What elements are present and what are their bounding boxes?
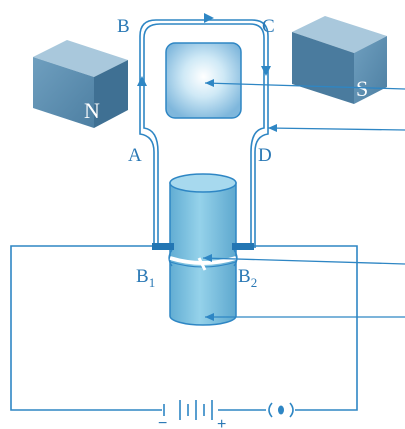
rectangular-coil <box>137 13 271 248</box>
north-magnet: N <box>33 40 128 128</box>
label-d: D <box>258 145 272 166</box>
label-a: A <box>128 145 142 166</box>
battery-plus-sign: + <box>217 416 226 429</box>
brush-b2 <box>232 243 254 250</box>
pole-label-s: S <box>356 76 368 101</box>
external-circuit <box>10 245 358 411</box>
pole-label-n: N <box>84 98 100 123</box>
current-arrow-ab <box>137 76 147 86</box>
armature-core <box>165 42 242 119</box>
battery: − + <box>158 400 226 429</box>
label-brush-2: B2 <box>238 266 257 290</box>
current-arrow-bc <box>204 13 214 23</box>
label-c: C <box>262 16 275 37</box>
brush-b1 <box>152 243 174 250</box>
plug-key <box>268 402 294 418</box>
battery-minus-sign: − <box>158 415 167 429</box>
current-arrow-cd <box>261 66 271 76</box>
south-magnet: S <box>292 16 387 104</box>
label-brush-1: B1 <box>136 266 155 290</box>
leader-lines <box>202 79 405 321</box>
split-ring-commutator <box>169 173 237 326</box>
label-b: B <box>117 16 130 37</box>
